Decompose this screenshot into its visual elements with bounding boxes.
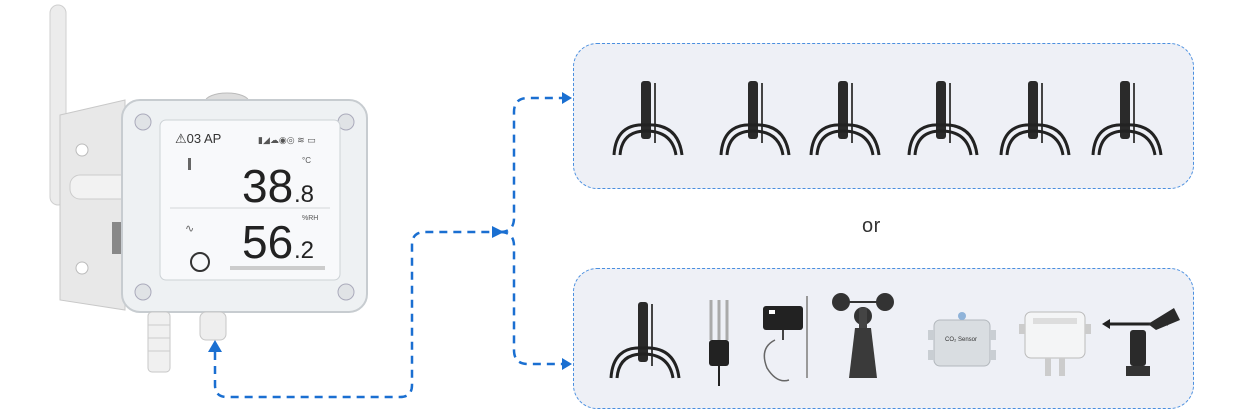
- probe-sensor-group: [573, 43, 1194, 189]
- probe-sensor-row: [612, 81, 1163, 156]
- temperature-decimal: .8: [294, 181, 314, 208]
- pressure-sensor: [1019, 311, 1091, 376]
- probe-sensor: [809, 81, 881, 156]
- mixed-sensor-group: [573, 268, 1194, 409]
- wind-vane: [1102, 308, 1180, 376]
- humidity-decimal: .2: [294, 237, 314, 264]
- connector-branch-top: [499, 96, 562, 234]
- pt100-probe-sensor: [763, 296, 808, 382]
- humidity-unit: %RH: [302, 215, 318, 222]
- co2-sensor: CO₂ Sensor: [928, 312, 996, 367]
- soil-sensor: [709, 300, 729, 386]
- temperature-unit: °C: [302, 156, 311, 165]
- probe-sensor: [999, 81, 1071, 156]
- arrow-head-junction: [492, 226, 504, 238]
- svg-text:▮◢☁◉◎ ≋ ▭: ▮◢☁◉◎ ≋ ▭: [258, 135, 316, 145]
- power-icon: [190, 252, 210, 272]
- co2-sensor-label: CO₂ Sensor: [945, 337, 977, 343]
- anemometer: [832, 293, 894, 378]
- humidity-value: 56: [242, 216, 293, 268]
- temperature-value: 38: [242, 160, 293, 212]
- probe-sensor: [609, 302, 681, 379]
- humidity-probe: [147, 311, 171, 373]
- status-text: ⚠03 AP: [175, 131, 221, 146]
- or-separator: or: [862, 215, 881, 237]
- probe-sensor: [907, 81, 979, 156]
- probe-sensor: [1091, 81, 1163, 156]
- probe-sensor: [612, 81, 684, 156]
- arrow-head-top: [562, 92, 572, 104]
- arrow-head-device: [208, 340, 222, 352]
- connector-path: [213, 230, 500, 399]
- arrow-head-bottom: [562, 358, 572, 370]
- gateway-device: ⚠03 AP ▮◢☁◉◎ ≋ ▭ 38 .8 °C ∿ 56 .2 %RH: [49, 4, 368, 373]
- lcd-display: [159, 119, 341, 281]
- connector-branch-bottom: [499, 230, 562, 366]
- humidity-icon: ∿: [185, 223, 194, 235]
- cable-gland: [199, 311, 227, 341]
- mixed-sensor-row: CO₂ Sensor: [609, 293, 1180, 386]
- probe-sensor: [719, 81, 791, 156]
